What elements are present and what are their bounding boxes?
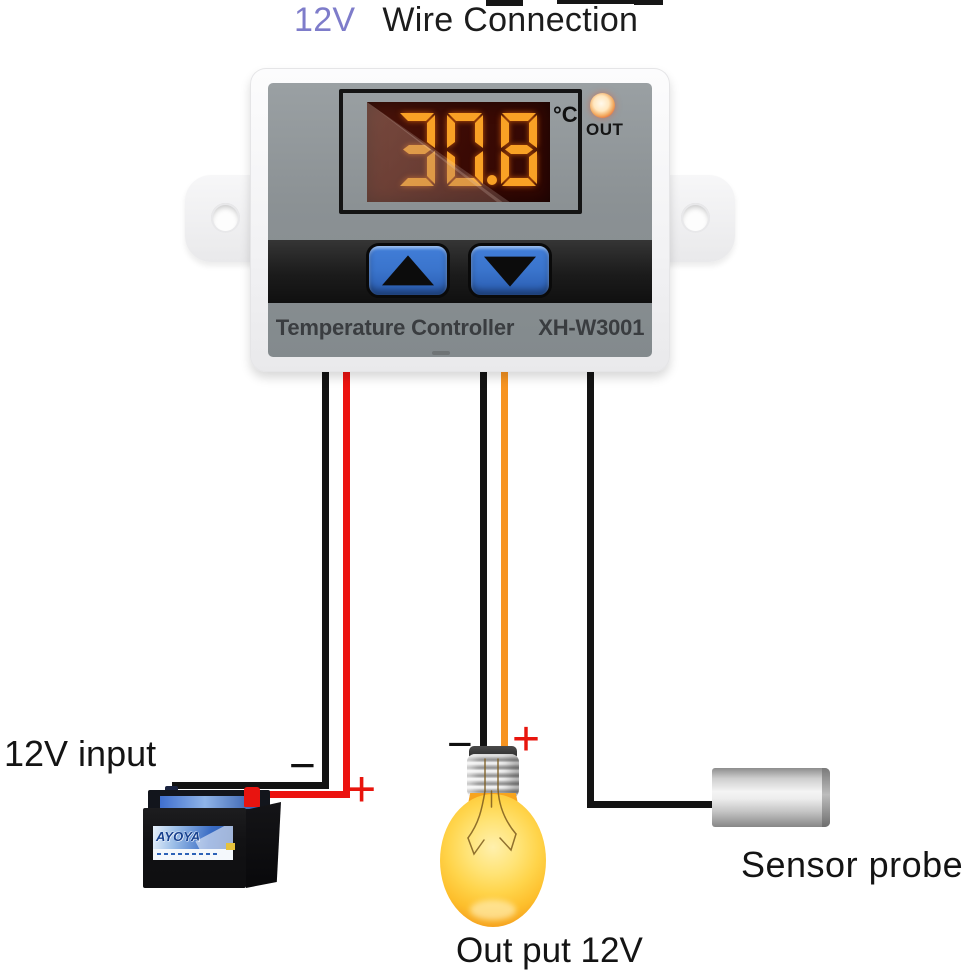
power-positive-wire-vertical xyxy=(343,370,350,798)
battery-label-chip xyxy=(226,843,235,850)
up-arrow-icon xyxy=(382,254,434,285)
celsius-unit-label: °C xyxy=(553,102,578,127)
up-button[interactable] xyxy=(366,243,450,298)
bulb-filament xyxy=(467,758,517,856)
cropped-text-artifact xyxy=(557,0,635,4)
battery-top-gloss xyxy=(160,796,260,809)
temperature-controller: °C OUT Temperature Controller XH-W3001 xyxy=(250,68,670,372)
battery-label: AYOYA xyxy=(153,826,235,860)
bulb-minus-sign: − xyxy=(447,720,473,769)
power-negative-wire-horizontal xyxy=(172,782,329,789)
output-caption: Out put 12V xyxy=(456,931,643,970)
power-positive-wire-horizontal xyxy=(256,791,350,798)
battery-plus-sign: + xyxy=(347,761,377,817)
battery-label-art: AYOYA xyxy=(153,826,233,849)
battery-side xyxy=(246,802,281,888)
bulb-glass xyxy=(440,794,546,927)
light-bulb xyxy=(437,745,549,930)
lcd-display xyxy=(367,102,550,202)
load-negative-wire xyxy=(480,370,487,755)
page-title: 12V Wire Connection xyxy=(294,1,638,40)
mount-hole-left xyxy=(211,203,240,233)
title-text: Wire Connection xyxy=(382,1,639,39)
down-button[interactable] xyxy=(468,243,552,298)
out-label: OUT xyxy=(586,120,624,139)
power-negative-wire-vertical xyxy=(322,370,329,789)
bulb-plus-sign: + xyxy=(512,713,541,766)
mount-hole-right xyxy=(681,203,710,233)
device-label: Temperature Controller XH-W3001 xyxy=(268,315,652,341)
battery-positive-terminal xyxy=(244,787,260,807)
battery-top xyxy=(148,790,270,810)
cropped-text-artifact xyxy=(634,0,663,5)
sensor-wire-vertical xyxy=(587,370,594,808)
battery-brand: AYOYA xyxy=(156,829,201,844)
down-arrow-icon xyxy=(484,256,536,287)
seven-segment-readout xyxy=(400,113,537,186)
display-bezel xyxy=(339,89,582,214)
device-model: XH-W3001 xyxy=(538,315,645,340)
button-band xyxy=(268,240,652,303)
input-caption: 12V input xyxy=(4,733,157,774)
device-name: Temperature Controller xyxy=(275,315,515,340)
battery-minus-sign: − xyxy=(289,739,316,791)
sensor-wire-horizontal xyxy=(587,801,713,808)
sensor-probe xyxy=(712,768,830,827)
panel-seam xyxy=(432,351,450,355)
cropped-text-artifact xyxy=(486,0,523,6)
bulb-contact-cap xyxy=(469,746,517,757)
mount-tab-left xyxy=(185,175,257,262)
sensor-caption: Sensor probe xyxy=(741,844,964,885)
title-voltage: 12V xyxy=(294,1,356,39)
out-led-indicator xyxy=(590,93,615,118)
battery: AYOYA xyxy=(143,786,283,890)
battery-label-strip xyxy=(153,849,233,860)
load-positive-wire xyxy=(501,370,508,755)
mount-tab-right xyxy=(663,175,735,262)
front-panel: °C OUT Temperature Controller XH-W3001 xyxy=(268,83,652,357)
